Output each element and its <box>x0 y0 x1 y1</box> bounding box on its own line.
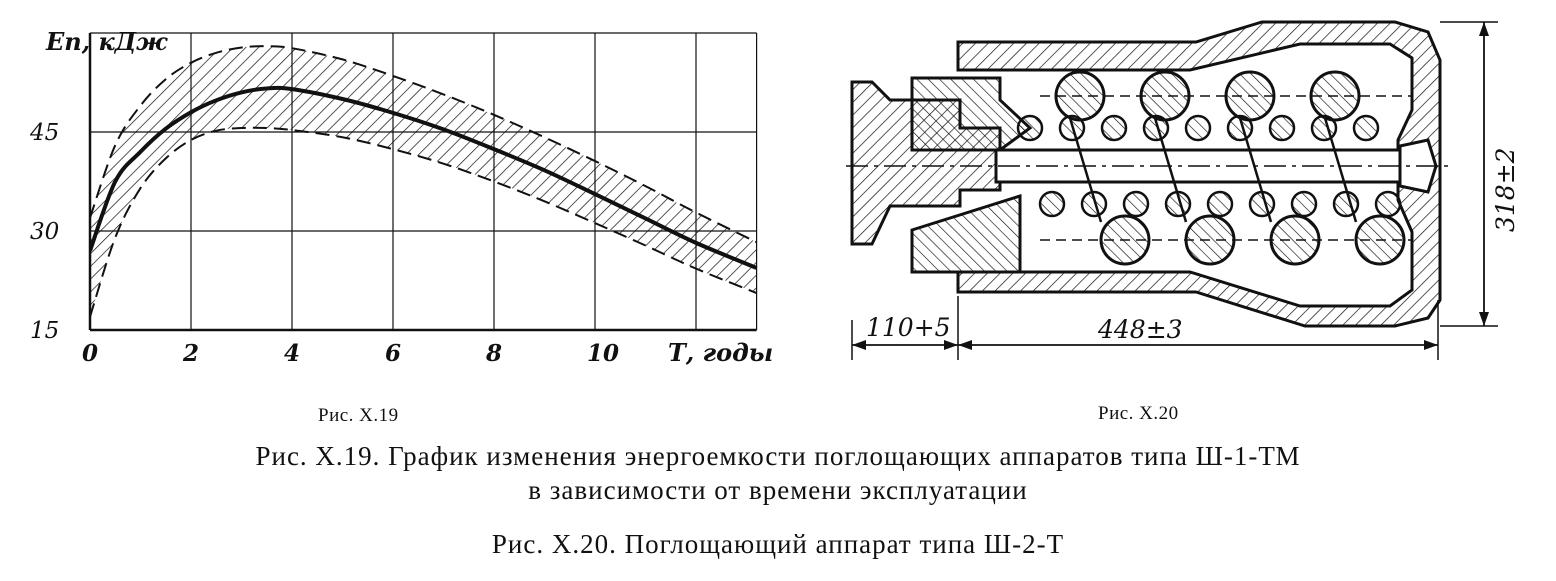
subcaption-x20: Рис. X.20 <box>1098 403 1179 424</box>
spring-coil-large <box>1139 70 1191 122</box>
y-tick-label: 45 <box>29 120 59 146</box>
spring-coil-large <box>1054 70 1106 122</box>
absorbing-device-drawing: 110+5 448±3 318±2 <box>846 20 1520 360</box>
series-line-upper <box>90 45 758 244</box>
x-tick-label: 4 <box>284 340 300 367</box>
spring-coil-small <box>1374 190 1402 218</box>
lower-tolerance-band <box>90 87 757 317</box>
wedge-plate <box>910 193 1022 274</box>
dim-label-shank: 110+5 <box>866 313 951 342</box>
series-line-mean <box>90 85 758 270</box>
caption-x19-line2: в зависимости от времени эксплуатации <box>528 475 1028 505</box>
spring-coil-large <box>1224 70 1276 122</box>
dim-label-height: 318±2 <box>1491 147 1520 232</box>
spring-coil-large <box>1309 70 1361 122</box>
caption-x19-line1: Рис. X.19. График изменения энергоемкост… <box>255 441 1301 471</box>
spring-coil-small <box>1016 114 1044 142</box>
x-tick-label: 2 <box>182 340 199 367</box>
dim-label-body: 448±3 <box>1097 315 1183 344</box>
spring-coil-small <box>1268 114 1296 142</box>
y-tick-label: 15 <box>30 318 59 344</box>
y-tick-labels: 45 30 15 <box>29 120 59 344</box>
spring-coil-small <box>1038 190 1066 218</box>
x-tick-label: 10 <box>587 340 619 367</box>
x-tick-labels: 0 2 4 6 8 10 <box>82 340 619 367</box>
spring-coil-large <box>1269 214 1321 266</box>
spring-coil-small <box>1184 114 1212 142</box>
x-tick-label: 6 <box>385 340 401 367</box>
subcaption-x19: Рис. X.19 <box>318 405 399 426</box>
spring-wire <box>1323 117 1358 223</box>
spring-coil-small <box>1100 114 1128 142</box>
spring-coils <box>1016 70 1406 266</box>
x-tick-label: 8 <box>485 340 502 367</box>
spring-coil-large <box>1099 214 1151 266</box>
spring-coil-small <box>1206 190 1234 218</box>
spring-coil-small <box>1290 190 1318 218</box>
y-axis-label: Еп, кДж <box>45 27 168 56</box>
spring-coil-small <box>1310 114 1338 142</box>
spring-coil-large <box>1354 214 1406 266</box>
x-tick-label: 0 <box>82 340 98 367</box>
spring-wire <box>1068 117 1103 223</box>
spring-wire <box>1153 117 1188 223</box>
x-axis-label: Т, годы <box>668 338 773 367</box>
upper-tolerance-band <box>90 46 757 268</box>
y-tick-label: 30 <box>30 219 59 245</box>
coupler-shank <box>850 80 1002 246</box>
caption-x20: Рис. X.20. Поглощающий аппарат типа Ш-2-… <box>491 529 1065 559</box>
spring-coil-small <box>1080 190 1108 218</box>
spring-wire <box>1238 117 1273 223</box>
spring-coil-small <box>1352 114 1380 142</box>
spring-coil-small <box>1142 114 1170 142</box>
spring-coil-small <box>1122 190 1150 218</box>
spring-coil-large <box>1184 214 1236 266</box>
energy-chart: 0 2 4 6 8 10 45 30 15 Еп, кДж Т, годы <box>29 27 773 367</box>
housing-body <box>956 20 1442 328</box>
series-line-lower <box>90 126 757 318</box>
